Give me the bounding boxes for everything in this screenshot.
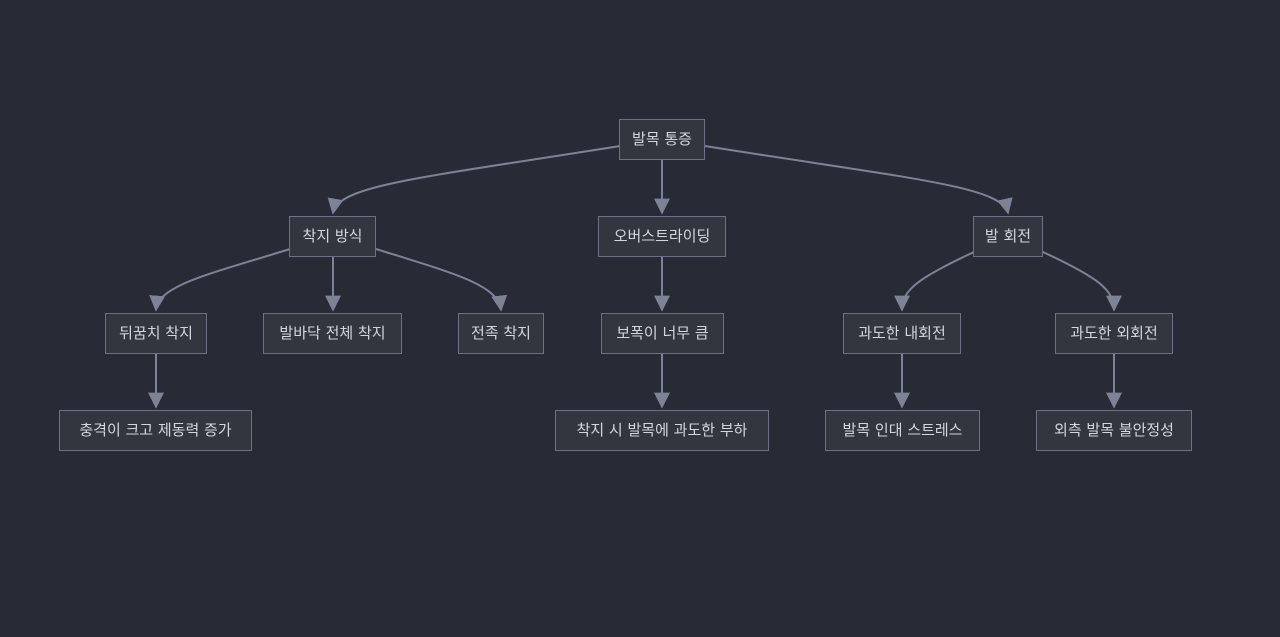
edge-landing-forefoot xyxy=(375,248,508,312)
edge-rotation-pronation xyxy=(894,251,975,312)
node-foot-rotation: 발 회전 xyxy=(973,216,1043,257)
node-over-pronation: 과도한 내회전 xyxy=(843,313,961,354)
node-impact-braking: 충격이 크고 제동력 증가 xyxy=(59,410,252,451)
node-landing-style: 착지 방식 xyxy=(289,216,376,257)
node-over-supination: 과도한 외회전 xyxy=(1055,313,1173,354)
node-full-foot-strike: 발바닥 전체 착지 xyxy=(263,313,402,354)
node-ligament-stress: 발목 인대 스트레스 xyxy=(825,410,980,451)
node-ankle-overload: 착지 시 발목에 과도한 부하 xyxy=(555,410,769,451)
node-heel-strike: 뒤꿈치 착지 xyxy=(105,313,207,354)
node-ankle-pain: 발목 통증 xyxy=(619,119,705,160)
node-stride-too-long: 보폭이 너무 큼 xyxy=(601,313,724,354)
node-overstriding: 오버스트라이딩 xyxy=(598,216,726,257)
edge-root-foot-rotation xyxy=(704,145,1013,215)
edge-rotation-supination xyxy=(1042,251,1122,312)
edge-root-landing xyxy=(327,145,621,215)
node-forefoot-strike: 전족 착지 xyxy=(458,313,544,354)
node-lateral-instability: 외측 발목 불안정성 xyxy=(1036,410,1192,451)
edge-landing-heel xyxy=(149,248,291,312)
